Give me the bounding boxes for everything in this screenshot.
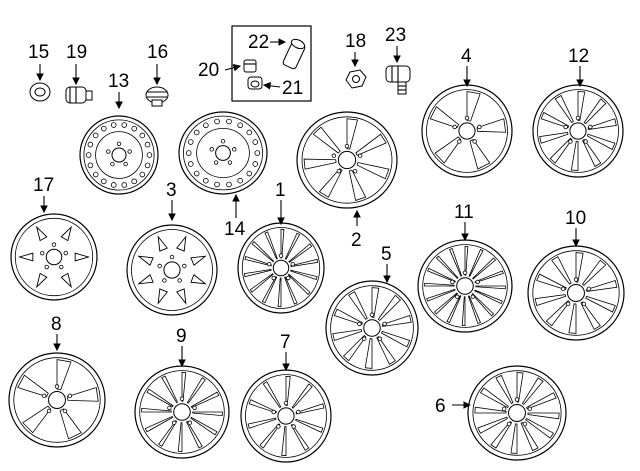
wheel-6 bbox=[467, 365, 567, 461]
wheels-group bbox=[8, 84, 625, 463]
callout-1: 1 bbox=[275, 180, 286, 201]
callout-2: 2 bbox=[351, 230, 362, 251]
part-valve-19 bbox=[65, 86, 93, 104]
part-22-lock-key bbox=[282, 38, 306, 70]
callout-21: 21 bbox=[282, 78, 303, 99]
wheel-9 bbox=[134, 365, 230, 459]
callout-9: 9 bbox=[176, 326, 187, 347]
callout-12: 12 bbox=[568, 46, 589, 67]
wheel-17 bbox=[10, 213, 98, 301]
callout-22: 22 bbox=[248, 32, 269, 53]
part-nut-18 bbox=[345, 69, 367, 89]
callout-17: 17 bbox=[33, 175, 54, 196]
callout-13: 13 bbox=[108, 71, 129, 92]
callout-10: 10 bbox=[565, 208, 586, 229]
callout-box-20 bbox=[231, 25, 312, 102]
wheel-3 bbox=[126, 224, 218, 316]
wheel-2 bbox=[296, 111, 398, 209]
callout-4: 4 bbox=[461, 46, 472, 67]
wheel-14 bbox=[178, 111, 268, 195]
callout-16: 16 bbox=[147, 42, 168, 63]
wheel-11 bbox=[417, 239, 513, 333]
callout-23: 23 bbox=[385, 25, 406, 46]
wheel-5 bbox=[325, 280, 419, 376]
wheel-1 bbox=[237, 222, 325, 314]
callout-14: 14 bbox=[224, 219, 246, 240]
callout-11: 11 bbox=[454, 202, 474, 223]
callout-20: 20 bbox=[198, 60, 219, 81]
callout-6: 6 bbox=[435, 396, 446, 417]
callout-8: 8 bbox=[51, 314, 62, 335]
part-20-lug-nut bbox=[243, 59, 257, 73]
part-21-lock-nut bbox=[247, 76, 263, 90]
part-bolt-23 bbox=[385, 65, 411, 95]
callout-18: 18 bbox=[345, 31, 366, 52]
part-plug-16 bbox=[145, 86, 169, 107]
leader-lines bbox=[36, 38, 584, 409]
part-cap-15 bbox=[29, 82, 51, 102]
wheel-12 bbox=[532, 84, 624, 178]
wheel-4 bbox=[421, 84, 513, 178]
wheel-7 bbox=[240, 369, 332, 463]
callout-labels: 15 19 16 13 14 20 22 21 18 23 4 12 17 3 … bbox=[28, 25, 589, 417]
callout-5: 5 bbox=[381, 244, 392, 265]
callout-19: 19 bbox=[66, 42, 87, 63]
wheel-8 bbox=[8, 352, 106, 448]
wheel-10 bbox=[527, 245, 625, 341]
callout-15: 15 bbox=[28, 42, 49, 63]
callout-3: 3 bbox=[166, 180, 177, 201]
callout-7: 7 bbox=[280, 332, 291, 353]
wheel-13 bbox=[79, 115, 159, 195]
